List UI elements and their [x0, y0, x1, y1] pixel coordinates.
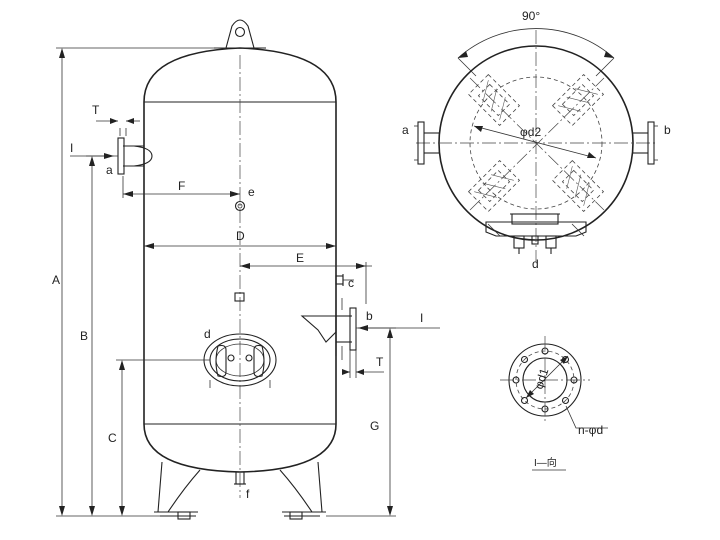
- nozzle-e-label: e: [248, 185, 255, 199]
- bolt-hole: [541, 405, 549, 413]
- support-pad-nw: [467, 73, 521, 127]
- dim-I-left-label: I: [70, 141, 73, 155]
- vessel-front-view: [117, 19, 357, 520]
- lifting-lug: [225, 19, 255, 49]
- dim-D-label: D: [236, 229, 245, 243]
- dia-d2-label: φd2: [520, 125, 541, 139]
- dia-d1-label: φd1: [532, 366, 552, 391]
- nozzle-d-front-label: d: [204, 327, 211, 341]
- bolt-holes-label: n-φd: [578, 423, 603, 437]
- top-view-diag-centerline-2: [469, 77, 605, 211]
- dim-T-top-label: T: [92, 103, 100, 117]
- nozzle-e-front: [234, 200, 246, 212]
- drain-f-front: [234, 471, 246, 485]
- nozzle-d-top-label: d: [532, 257, 539, 271]
- dim-B-label: B: [80, 329, 88, 343]
- center-small-nozzle: [234, 292, 245, 302]
- dim-C-label: C: [108, 431, 117, 445]
- nozzle-e-bore: [237, 203, 243, 209]
- bolt-hole: [570, 376, 578, 384]
- nozzle-a-side-label: a: [402, 123, 409, 137]
- nozzle-a-front-label: a: [106, 163, 113, 177]
- support-pad-se: [551, 159, 605, 213]
- nozzle-b-front-label: b: [366, 309, 373, 323]
- d2-dimension-line: [473, 125, 597, 159]
- dim-T-bottom-label: T: [376, 355, 384, 369]
- bolt-hole: [512, 376, 520, 384]
- angle-arc: [457, 28, 615, 59]
- bolt-hole: [520, 355, 529, 364]
- d1-dimension-line: [525, 355, 569, 399]
- dim-A-label: A: [52, 273, 60, 287]
- angle-label: 90°: [522, 9, 540, 23]
- flange-detail-view: φd1 n-φd I—向: [500, 336, 608, 471]
- vessel-legs: [154, 461, 326, 520]
- bolt-hole: [541, 347, 549, 355]
- support-pad-ne: [551, 73, 605, 127]
- dim-F-label: F: [178, 179, 185, 193]
- support-pad-sw: [467, 159, 521, 213]
- nozzle-c-front: [335, 274, 344, 286]
- nozzle-b-top: [633, 121, 658, 165]
- manhole-d-top: [485, 213, 587, 254]
- vessel-top-view: φd2 90°: [402, 9, 671, 271]
- manhole-d-front: [203, 333, 277, 388]
- dim-I-right-label: I: [420, 311, 423, 325]
- nozzle-b-side-label: b: [664, 123, 671, 137]
- lifting-lug-hole: [234, 26, 246, 38]
- nozzle-a-top: [414, 121, 439, 165]
- bolt-hole: [561, 396, 570, 405]
- bolt-hole-leader: [565, 405, 608, 429]
- dim-G-label: G: [370, 419, 379, 433]
- nozzle-f-label: f: [246, 487, 250, 501]
- nozzle-b-front: [300, 298, 357, 360]
- nozzle-c-label: c: [348, 276, 354, 290]
- bolt-hole: [520, 396, 529, 405]
- bolt-circle-d2: [469, 76, 603, 210]
- front-dimensions: A B C G D E F: [52, 47, 440, 517]
- nozzle-a-front: [117, 128, 153, 175]
- dim-E-label: E: [296, 251, 304, 265]
- section-view-label: I—向: [534, 456, 557, 469]
